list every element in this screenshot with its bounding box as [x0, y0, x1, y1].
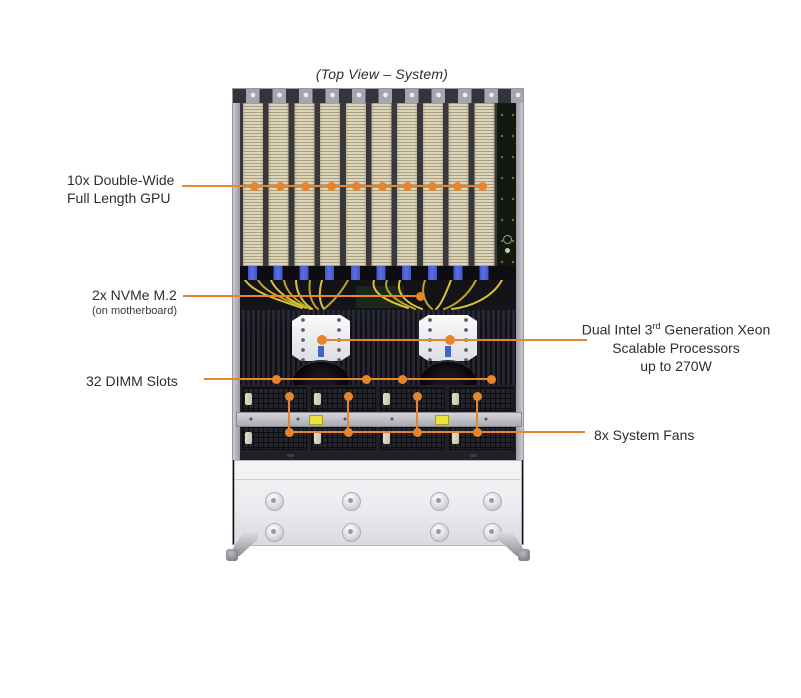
fan-callout-vline	[416, 396, 418, 433]
warning-sticker	[435, 415, 449, 425]
chassis-top-rail	[233, 89, 523, 103]
cpu-label-line1-post: Generation Xeon	[660, 321, 771, 338]
riser-board-strip	[497, 103, 516, 266]
fan-callout-line	[289, 431, 585, 433]
fan	[242, 387, 307, 411]
cpu-label-line3: up to 270W	[640, 357, 712, 374]
callout-dot	[428, 182, 437, 191]
fan-latch	[314, 392, 321, 406]
gpu-power-connectors	[240, 266, 497, 280]
callout-dot	[344, 392, 353, 401]
cpu-callout-label: Dual Intel 3rd Generation Xeon Scalable …	[551, 317, 801, 375]
nvme-callout-label: 2x NVMe M.2 (on motherboard)	[92, 286, 177, 318]
cpu-fan	[293, 360, 349, 386]
cpu-label-line1-pre: Dual Intel 3	[581, 321, 653, 338]
screw-hole	[430, 523, 449, 542]
callout-dot	[413, 428, 422, 437]
gpu-label-line1: 10x Double-Wide	[67, 172, 175, 188]
fan-latch	[245, 431, 252, 445]
cpu-label-line2: Scalable Processors	[612, 339, 740, 356]
fan-callout-vline	[476, 396, 478, 433]
screw-hole	[342, 492, 361, 511]
callout-dot	[416, 292, 425, 301]
fan	[380, 387, 445, 411]
callout-dot	[327, 182, 336, 191]
callout-dot	[378, 182, 387, 191]
screw-hole	[265, 523, 284, 542]
screw-hole	[483, 492, 502, 511]
dimm-callout-label: 32 DIMM Slots	[86, 373, 178, 389]
panel-seam	[235, 479, 521, 480]
fan-latch	[452, 392, 459, 406]
port-dot-icon	[505, 248, 510, 253]
cpu-label-line1-sup: rd	[652, 321, 661, 331]
gpu-label-line2: Full Length GPU	[67, 190, 171, 206]
callout-dot	[301, 182, 310, 191]
power-cable-area	[240, 280, 516, 310]
fan	[311, 387, 376, 411]
fan-bracket-crossbar	[236, 412, 522, 427]
callout-dot	[473, 392, 482, 401]
fan-latch	[452, 431, 459, 445]
nvme-label-line2: (on motherboard)	[92, 305, 177, 317]
fan-callout-vline	[347, 396, 349, 433]
fan-latch	[245, 392, 252, 406]
fan	[242, 426, 307, 450]
screw-notch	[470, 454, 477, 457]
fans-callout-label: 8x System Fans	[594, 427, 695, 443]
fan-latch	[314, 431, 321, 445]
fan-latch	[383, 392, 390, 406]
callout-dot	[285, 428, 294, 437]
server-top-view-diagram	[226, 88, 530, 561]
screw-hole	[342, 523, 361, 542]
screw-notch	[287, 454, 294, 457]
caster-wheel	[518, 549, 530, 561]
callout-dot	[453, 182, 462, 191]
cpu-label-line1: Dual Intel 3rd Generation Xeon	[551, 317, 801, 339]
callout-dot	[398, 375, 407, 384]
callout-dot	[352, 182, 361, 191]
gpu-callout-label: 10x Double-Wide Full Length GPU	[67, 171, 174, 207]
caster-wheel	[226, 549, 238, 561]
callout-dot	[478, 182, 487, 191]
callout-dot	[403, 182, 412, 191]
callout-dot	[413, 392, 422, 401]
callout-dot	[362, 375, 371, 384]
callout-dot	[250, 182, 259, 191]
dimm-callout-line	[204, 378, 493, 380]
callout-dot	[344, 428, 353, 437]
fan-latch	[383, 431, 390, 445]
screw-hole	[430, 492, 449, 511]
callout-dot	[317, 335, 327, 345]
nvme-callout-line	[183, 295, 421, 297]
callout-dot	[285, 392, 294, 401]
chassis-front-cover	[234, 460, 522, 546]
callout-dot	[276, 182, 285, 191]
fan-callout-vline	[288, 396, 290, 433]
callout-dot	[272, 375, 281, 384]
nvme-label-line1: 2x NVMe M.2	[92, 287, 177, 303]
chassis-right-rail	[516, 103, 523, 460]
chassis-left-rail	[233, 103, 240, 460]
callout-dot	[473, 428, 482, 437]
diagram-title: (Top View – System)	[315, 66, 449, 82]
screw-hole	[265, 492, 284, 511]
fan	[449, 387, 514, 411]
port-ring-icon	[503, 235, 512, 244]
warning-sticker	[309, 415, 323, 425]
callout-dot	[445, 335, 455, 345]
callout-dot	[487, 375, 496, 384]
